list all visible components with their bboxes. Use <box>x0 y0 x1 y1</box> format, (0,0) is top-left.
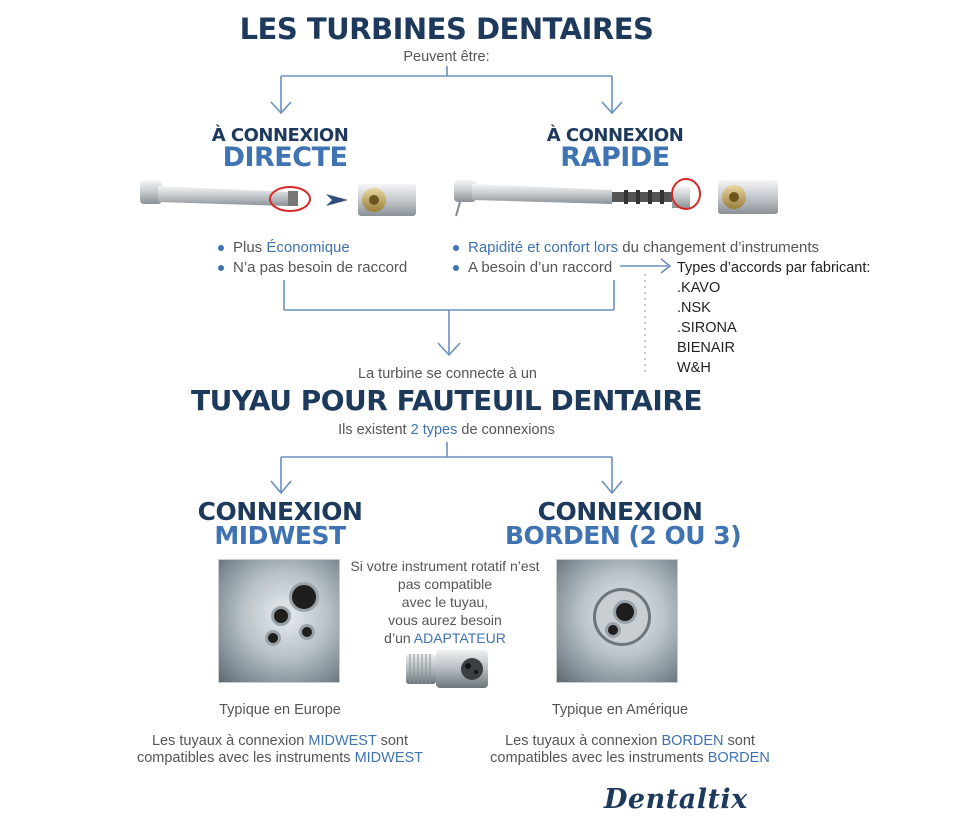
adaptateur-image <box>406 650 488 688</box>
midwest-compat: Les tuyaux à connexion MIDWEST sont comp… <box>136 733 424 766</box>
connect-text: La turbine se connecte à un <box>358 366 537 382</box>
fabricant-list: Types d’accords par fabricant: .KAVO .NS… <box>677 258 870 378</box>
midwest-line2: MIDWEST <box>214 521 346 550</box>
fabricant-item: W&H <box>677 360 711 376</box>
fabricant-title: Types d’accords par fabricant: <box>677 260 871 276</box>
borden-photo <box>556 559 678 683</box>
rapide-bullets: Rapidité et confort lors du changement d… <box>453 238 819 278</box>
midwest-photo <box>218 559 340 683</box>
fabricant-item: .NSK <box>677 300 711 316</box>
midwest-typique: Typique en Europe <box>219 702 341 718</box>
fabricant-item: .SIRONA <box>677 320 737 336</box>
borden-line2: BORDEN (2 OU 3) <box>505 521 742 550</box>
fabricant-item: BIENAIR <box>677 340 736 356</box>
directe-bullet-1: Plus Économique <box>218 238 407 258</box>
tuyau-title: TUYAU POUR FAUTEUIL DENTAIRE <box>190 384 703 417</box>
directe-prefix: À CONNEXION <box>211 125 349 146</box>
adaptateur-text: Si votre instrument rotatif n’est pas co… <box>350 558 540 646</box>
rapide-name: RAPIDE <box>560 142 670 173</box>
rapide-prefix: À CONNEXION <box>546 125 684 146</box>
midwest-line1: CONNEXION <box>197 497 363 526</box>
borden-typique: Typique en Amérique <box>551 702 689 718</box>
rapide-bullet-1: Rapidité et confort lors du changement d… <box>453 238 819 258</box>
page-subtitle: Peuvent être: <box>403 49 490 65</box>
fabricant-item: .KAVO <box>677 280 721 296</box>
borden-compat: Les tuyaux à connexion BORDEN sont compa… <box>490 733 770 766</box>
directe-bullet-2: N’a pas besoin de raccord <box>218 258 407 278</box>
exist-text: Ils existent 2 types de connexions <box>338 422 555 438</box>
page-title: LES TURBINES DENTAIRES <box>239 12 654 46</box>
directe-name: DIRECTE <box>222 142 348 173</box>
directe-handpiece-image <box>140 180 416 216</box>
rapide-handpiece-image <box>454 178 778 217</box>
borden-line1: CONNEXION <box>537 497 703 526</box>
dentaltix-logo: Dentaltix <box>604 784 748 815</box>
rapide-bullet-2: A besoin d’un raccord <box>453 258 819 278</box>
directe-bullets: Plus Économique N’a pas besoin de raccor… <box>218 238 407 278</box>
